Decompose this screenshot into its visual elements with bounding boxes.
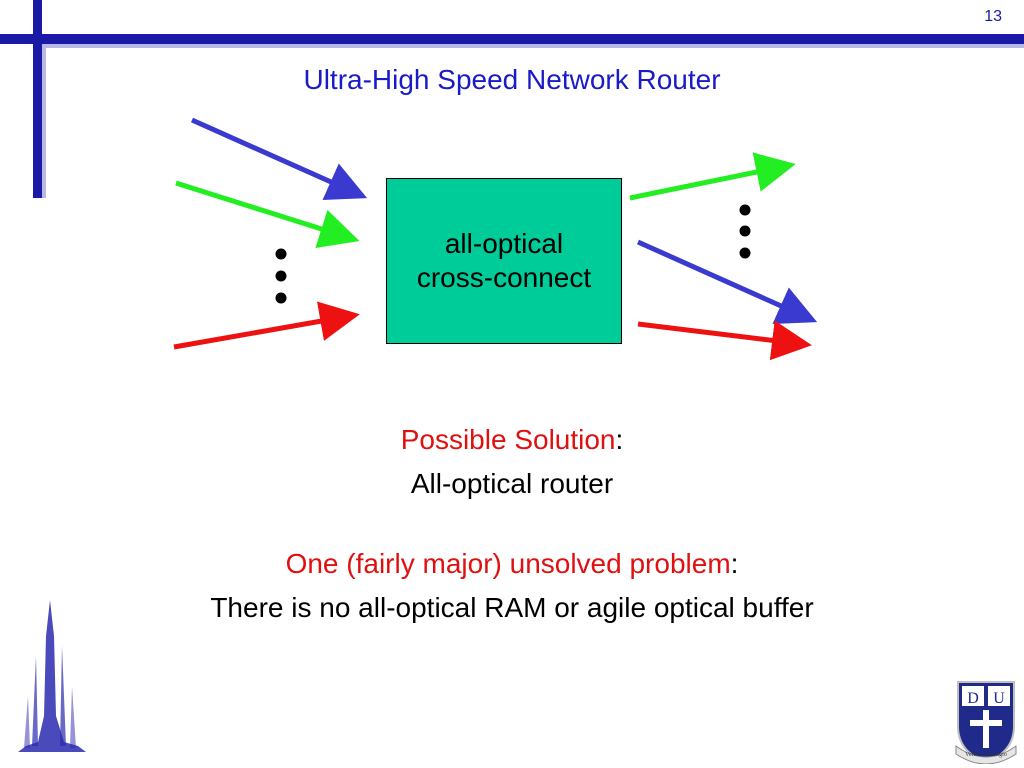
- header-bar-shadow: [44, 44, 1024, 48]
- slide-title: Ultra-High Speed Network Router: [303, 64, 721, 95]
- box-label-line2: cross-connect: [416, 262, 592, 293]
- input-arrow-green: [175, 180, 360, 249]
- input-ellipsis-dots-icon: [275, 248, 287, 304]
- problem-label: One (fairly major) unsolved problem: [285, 548, 731, 579]
- svg-text:D: D: [967, 690, 979, 707]
- duke-crest-icon: D U Veritas et Religio: [955, 681, 1017, 764]
- cross-connect-box: all-optical cross-connect: [386, 178, 622, 344]
- side-bar-shadow: [42, 44, 46, 198]
- box-label-line1: all-optical: [444, 228, 564, 259]
- header-bar: [0, 34, 1024, 44]
- problem-text: There is no all-optical RAM or agile opt…: [210, 592, 814, 623]
- svg-text:Veritas et Religio: Veritas et Religio: [965, 752, 1007, 758]
- problem-colon: :: [730, 548, 739, 579]
- problem-heading: One (fairly major) unsolved problem:: [0, 542, 1024, 586]
- output-arrow-red: [637, 320, 812, 361]
- solution-block: Possible Solution: All-optical router: [0, 418, 1024, 506]
- svg-text:U: U: [993, 690, 1005, 707]
- page-number: 13: [984, 8, 1002, 25]
- input-arrow-red: [173, 301, 360, 350]
- solution-colon: :: [615, 424, 624, 455]
- solution-label: Possible Solution: [400, 424, 616, 455]
- solution-text: All-optical router: [410, 468, 614, 499]
- solution-heading: Possible Solution:: [0, 418, 1024, 462]
- input-arrow-blue: [190, 117, 368, 201]
- histogram-logo-icon: [18, 600, 86, 752]
- problem-block: One (fairly major) unsolved problem: The…: [0, 542, 1024, 630]
- output-arrow-green: [629, 152, 796, 201]
- output-arrow-blue: [636, 239, 818, 325]
- side-bar: [33, 0, 42, 198]
- output-ellipsis-dots-icon: [739, 204, 751, 259]
